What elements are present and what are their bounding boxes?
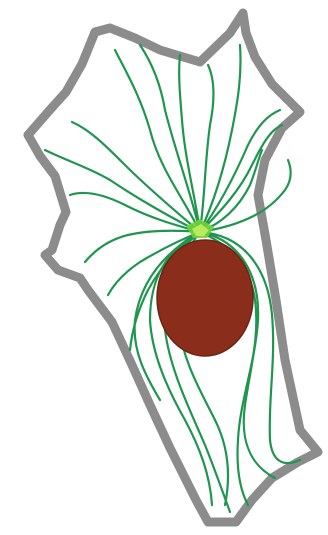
- nucleus-icon: [157, 240, 253, 356]
